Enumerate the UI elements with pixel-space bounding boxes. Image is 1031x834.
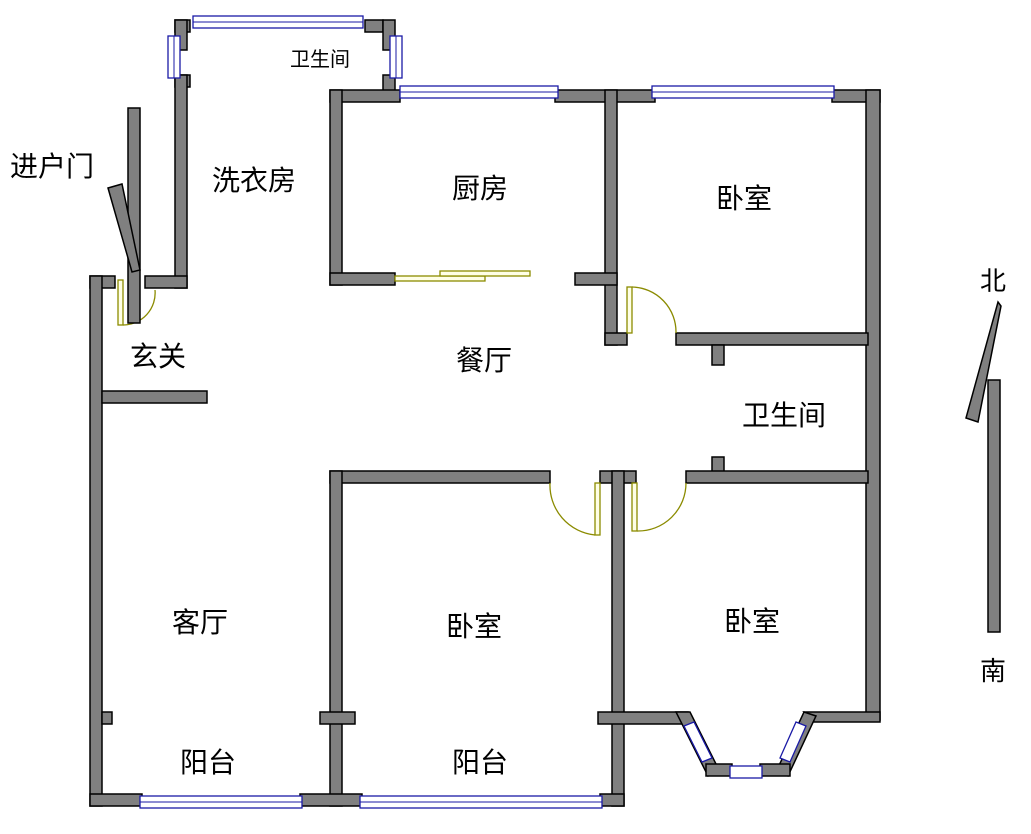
wall-segment <box>597 711 689 725</box>
compass-icon <box>965 300 1002 633</box>
sliding-door <box>439 270 531 277</box>
sliding-door <box>394 275 486 282</box>
door-swing <box>122 289 156 326</box>
compass-shaft <box>987 379 1001 633</box>
bathroom-label: 卫生间 <box>742 399 826 432</box>
arrow-shaft <box>127 107 141 324</box>
door-swing <box>636 482 687 532</box>
wall-segment <box>101 711 113 725</box>
entrance-arrow-icon <box>107 107 141 324</box>
wall-segment <box>319 711 356 725</box>
door-leaf <box>626 286 633 334</box>
wall-segment <box>759 763 791 777</box>
windows <box>139 15 835 809</box>
balcony-middle-label: 阳台 <box>452 746 508 779</box>
wall-segment <box>599 793 625 807</box>
wall-segment <box>705 763 733 777</box>
entrance-label: 进户门 <box>10 150 94 183</box>
labels: 进户门 洗衣房 卫生间 厨房 卧室 玄关 餐厅 卫生间 客厅 卧室 卧室 阳台 … <box>10 47 1006 779</box>
wall-segment <box>604 89 618 346</box>
wall-segment <box>711 344 725 366</box>
wall-segment <box>611 470 625 807</box>
door-swing <box>549 482 596 536</box>
wall-segment <box>685 470 869 484</box>
wall-segment <box>144 275 188 289</box>
wall-segment <box>675 332 869 346</box>
compass-south-label: 南 <box>980 657 1006 687</box>
door-leaf <box>631 482 638 532</box>
door-leaf <box>594 482 601 536</box>
window <box>729 765 763 779</box>
window <box>779 721 807 763</box>
wall-segment <box>174 74 188 289</box>
door-leaf <box>117 279 124 326</box>
balcony-left-label: 阳台 <box>180 746 236 779</box>
dining-label: 餐厅 <box>456 344 512 377</box>
laundry-label: 洗衣房 <box>212 164 296 197</box>
window <box>683 721 713 763</box>
wall-segment <box>329 89 343 286</box>
wall-segment <box>364 19 384 33</box>
wall-segment <box>89 793 143 807</box>
compass-head <box>965 300 1002 423</box>
bedroom-middle-label: 卧室 <box>446 610 502 643</box>
doors <box>117 270 687 536</box>
wall-segment <box>89 275 103 807</box>
living-room-label: 客厅 <box>172 606 228 639</box>
arrow-head <box>107 183 141 273</box>
wall-segment <box>329 272 396 286</box>
walls <box>89 19 881 807</box>
kitchen-label: 厨房 <box>452 172 508 205</box>
wall-segment <box>101 390 208 404</box>
wall-segment <box>604 332 628 346</box>
door-swing <box>631 286 677 334</box>
wall-segment <box>574 272 618 286</box>
wall-segment <box>329 470 551 484</box>
wall-segment <box>329 470 343 807</box>
bedroom-north-label: 卧室 <box>716 182 772 215</box>
wall-segment <box>865 89 881 721</box>
wall-segment <box>299 793 363 807</box>
small-bathroom-label: 卫生间 <box>290 47 350 71</box>
compass-north-label: 北 <box>980 267 1006 297</box>
bedroom-southeast-label: 卧室 <box>724 605 780 638</box>
foyer-label: 玄关 <box>130 340 186 373</box>
